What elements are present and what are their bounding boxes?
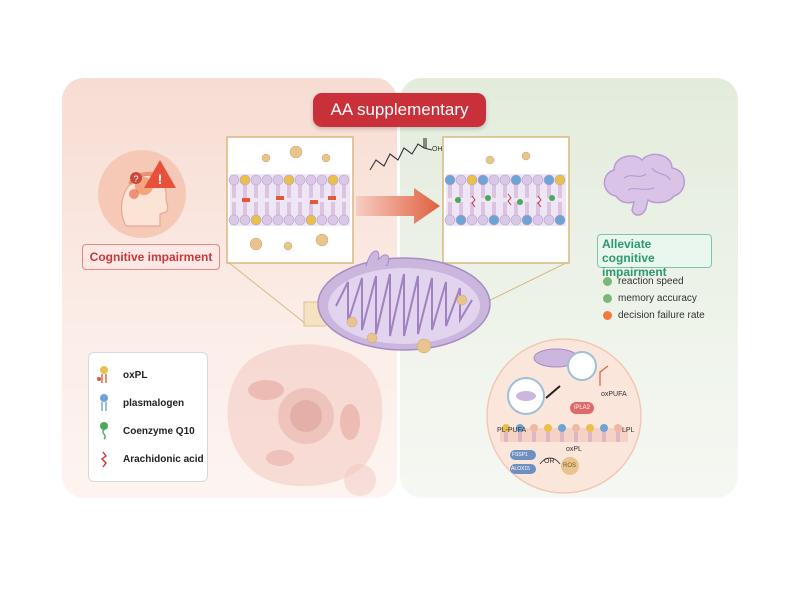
legend-item-oxpl: oxPL [95,365,147,385]
ros-mechanism-label: ROS [563,463,577,469]
brain-icon [603,153,685,216]
title-banner: AA supplementary [313,93,486,127]
effect-decision-failure-rate: decision failure rate [603,310,705,321]
alleviate-cognitive-impairment-label: Alleviate cognitive impairment [597,234,712,279]
effect-text: reaction speed [618,276,684,287]
mitochondrion-illustration [317,250,491,354]
cognitive-impairment-label: Cognitive impairment [82,244,220,270]
oxpl-icon [97,366,108,383]
effect-text: memory accuracy [618,293,697,304]
arachidonic-acid-icon [100,451,107,468]
pl-pufa-label: PL-PUFA [497,427,527,434]
down-indicator-icon [603,311,612,320]
left-membrane-zoom [226,136,354,264]
legend-item-coenzyme-q10: Coenzyme Q10 [95,421,195,441]
effect-memory-accuracy: memory accuracy [603,293,705,304]
up-indicator-icon [603,277,612,286]
legend-box: oxPL plasmalogen Coenzyme Q10 Arachidoni… [88,352,208,482]
oxpufa-label: oxPUFA [601,391,627,398]
ipla2-label: iPLA2 [574,405,591,411]
fsp1-label: FSSP1 [512,452,528,458]
legend-item-plasmalogen: plasmalogen [95,393,184,413]
svg-text:?: ? [133,174,138,184]
effects-list: reaction speed memory accuracy decision … [603,276,705,321]
plasmalogen-icon [100,394,108,411]
left-zoom-connector [227,262,326,327]
cognitive-head-illustration: ! ? [98,150,186,238]
molecule-oh-label: OH [432,146,443,153]
legend-item-arachidonic-acid: Arachidonic acid [95,449,204,469]
oxpl-mechanism-label: oxPL [566,446,582,453]
lipid-peroxidation-mechanism [486,338,642,494]
coenzyme-q10-icon [100,422,108,440]
treatment-arrow [356,188,440,224]
or-label: OR [544,458,555,465]
arachidonic-acid-structure [369,138,433,171]
right-membrane-zoom [442,136,570,264]
effect-reaction-speed: reaction speed [603,276,705,287]
lpl-label: LPL [622,427,635,434]
alox15-label: ALOX15 [511,466,530,472]
svg-text:!: ! [158,171,163,187]
effect-text: decision failure rate [618,310,705,321]
up-indicator-icon [603,294,612,303]
neuron-cell-illustration [227,344,383,496]
